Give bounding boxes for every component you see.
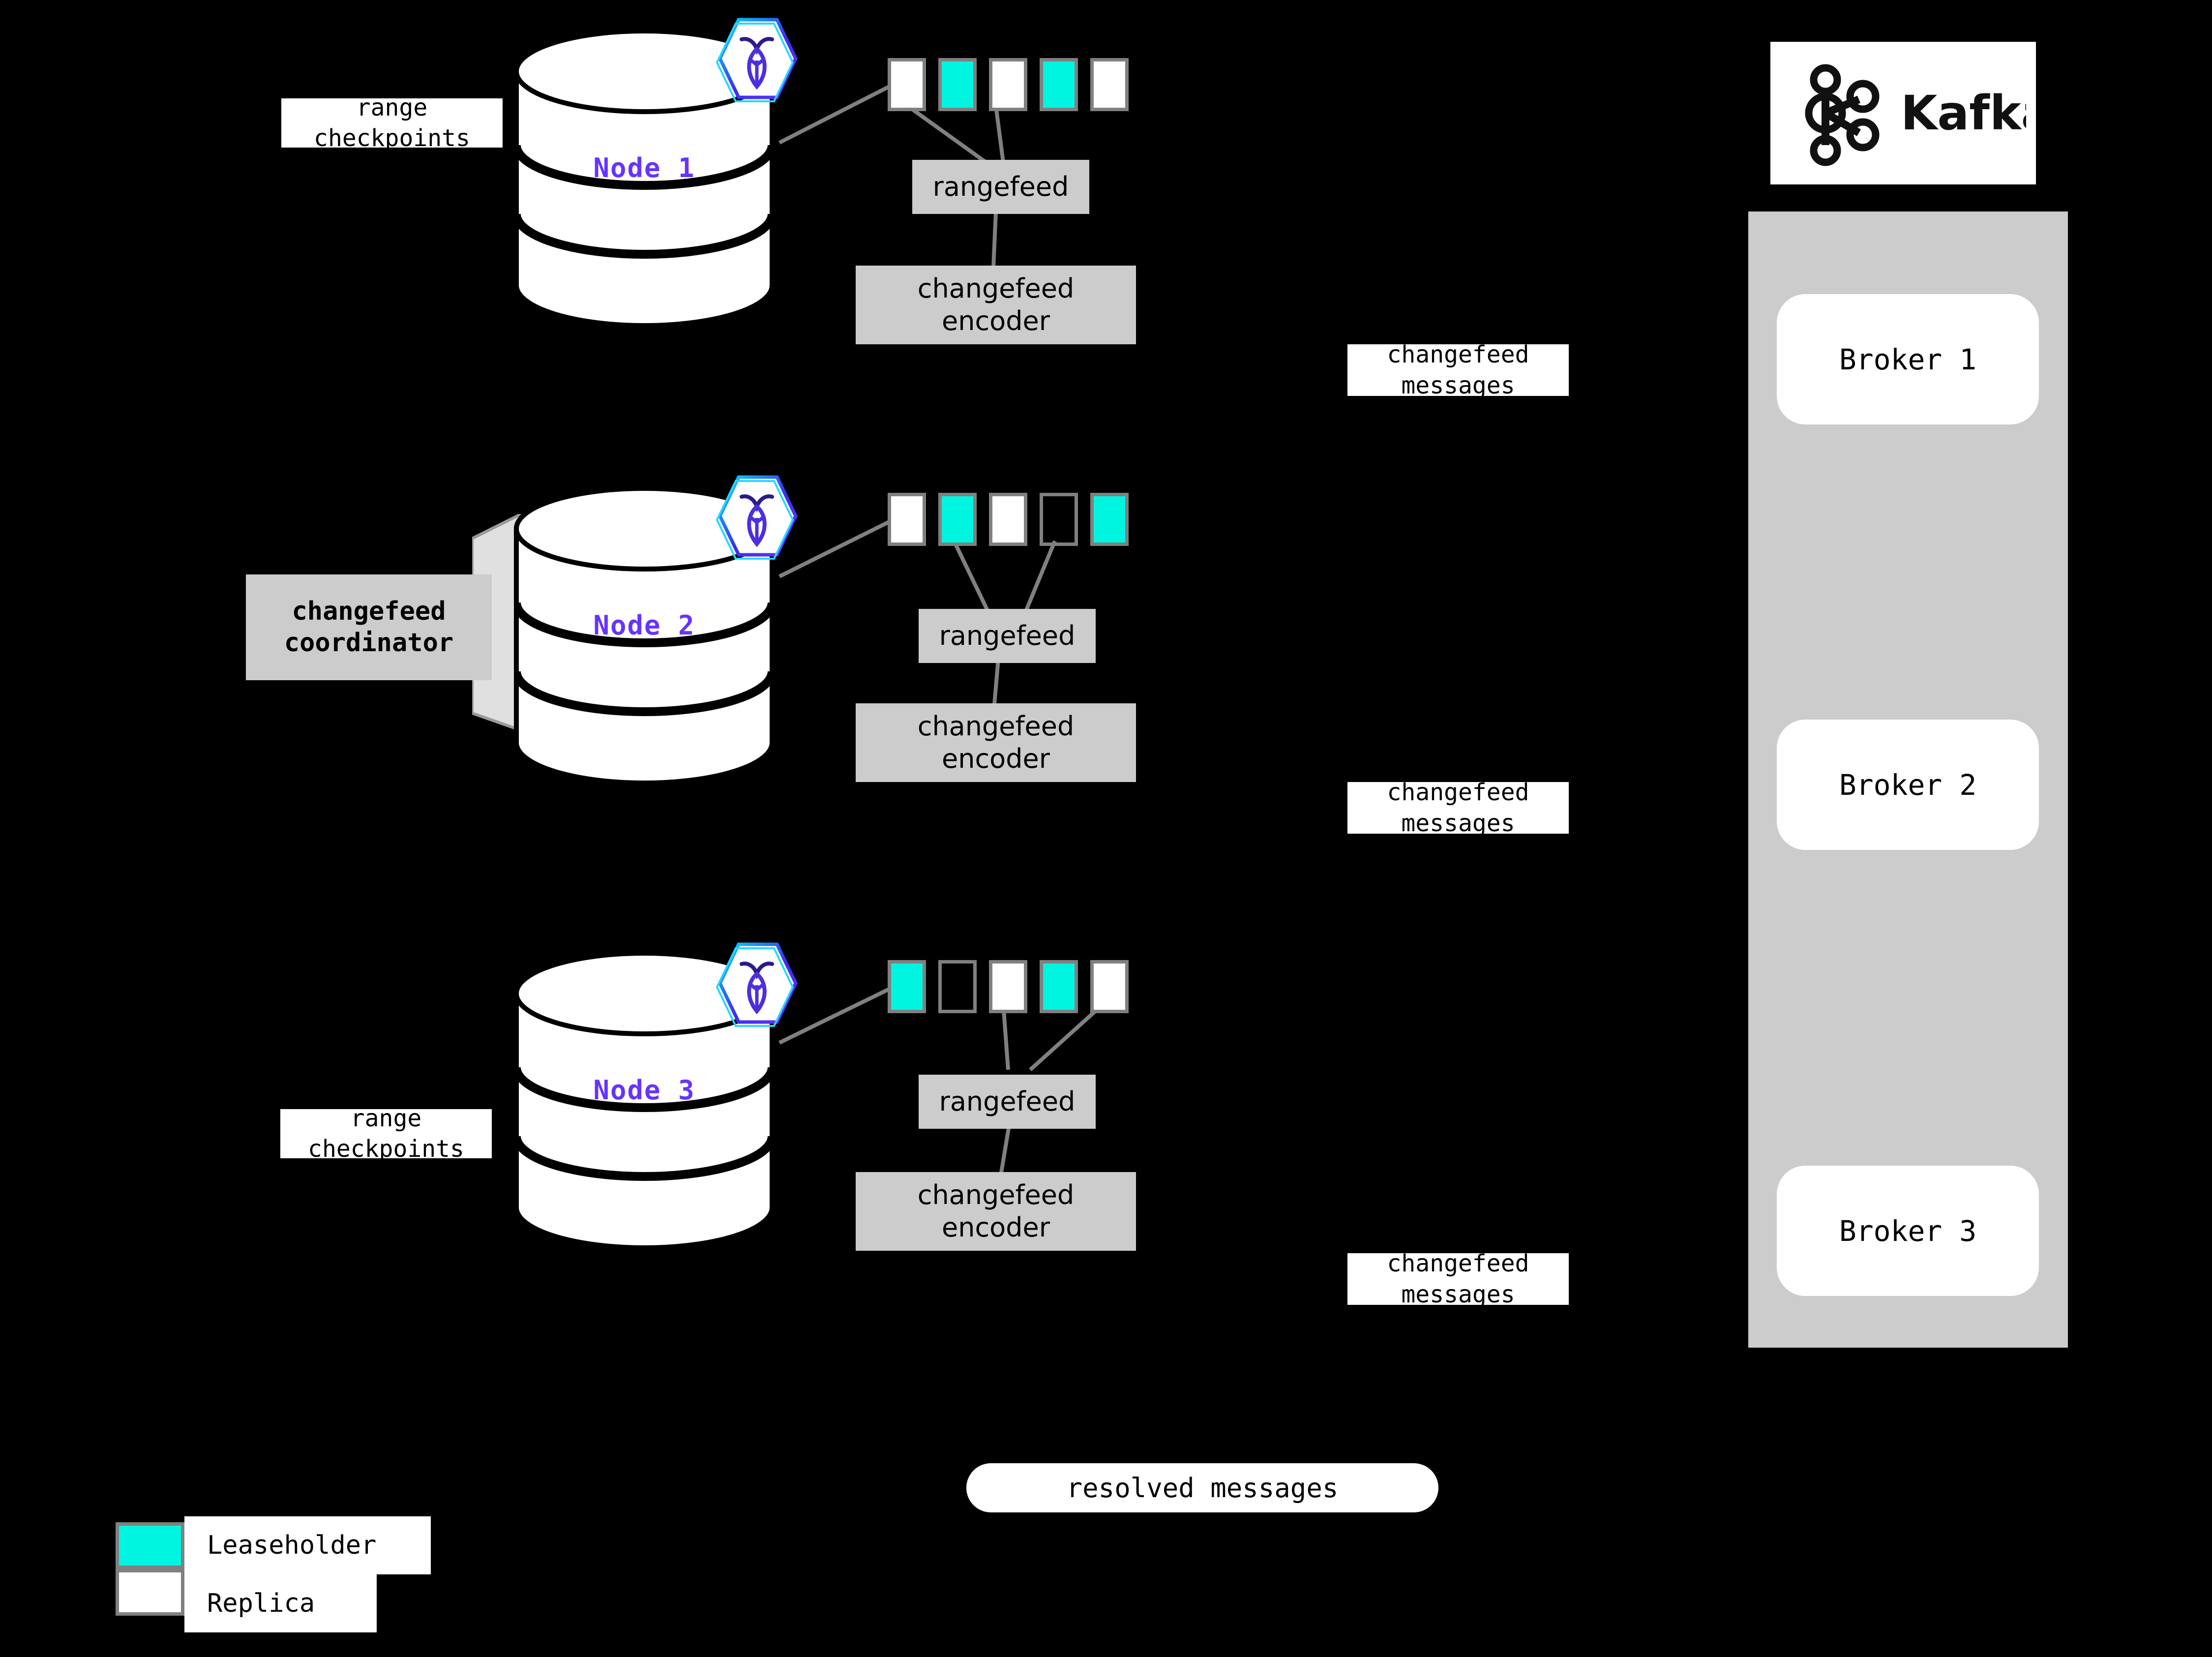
encoder-label-line-1: changefeed bbox=[917, 1179, 1075, 1211]
node-2-rangefeed-box[interactable]: rangefeed bbox=[919, 609, 1096, 663]
broker-label: Broker 2 bbox=[1839, 768, 1977, 802]
label-line-2: messages bbox=[1401, 1280, 1515, 1308]
node-1-label: Node 1 bbox=[593, 152, 695, 183]
kafka-logo-container: Kafka bbox=[1770, 42, 2036, 184]
node-2-changefeed-encoder-box[interactable]: changefeed encoder bbox=[856, 703, 1136, 782]
broker-1[interactable]: Broker 1 bbox=[1777, 294, 2039, 424]
label-line-2: checkpoints bbox=[314, 124, 470, 152]
node-1-range-checkpoints-label: range checkpoints bbox=[281, 94, 503, 152]
label-line-2: checkpoints bbox=[308, 1135, 464, 1163]
label-line-1: range bbox=[350, 1104, 422, 1132]
node-3-rangefeed-box[interactable]: rangefeed bbox=[919, 1075, 1096, 1129]
node-3-range-checkpoints-label: range checkpoints bbox=[280, 1105, 492, 1163]
legend-swatch-replica bbox=[116, 1569, 184, 1616]
connector-node3-range5-rangefeed bbox=[1029, 1002, 1106, 1071]
kafka-logo: Kafka bbox=[1805, 64, 2026, 166]
node-3-range-5[interactable] bbox=[1090, 960, 1129, 1013]
rangefeed-label: rangefeed bbox=[939, 1086, 1076, 1117]
cockroachdb-logo bbox=[713, 14, 801, 103]
node-3-range-2[interactable] bbox=[938, 960, 977, 1013]
node-1-range-1[interactable] bbox=[888, 58, 926, 111]
node-3-range-1[interactable] bbox=[888, 960, 926, 1013]
node-1-changefeed-messages-label: changefeed messages bbox=[1347, 341, 1569, 399]
node-1-range-4[interactable] bbox=[1040, 58, 1078, 111]
connector-node2-range2-rangefeed bbox=[952, 540, 990, 613]
cockroachdb-logo bbox=[713, 471, 801, 561]
node-3-changefeed-encoder-box[interactable]: changefeed encoder bbox=[856, 1172, 1136, 1251]
resolved-messages-pill[interactable]: resolved messages bbox=[966, 1463, 1438, 1512]
label-line-2: messages bbox=[1401, 371, 1515, 399]
node-3-changefeed-messages-label: changefeed messages bbox=[1347, 1250, 1569, 1308]
label-line-1: changefeed bbox=[1387, 341, 1529, 369]
broker-label: Broker 1 bbox=[1839, 342, 1977, 376]
node-2-range-5[interactable] bbox=[1090, 493, 1129, 546]
node-3-label: Node 3 bbox=[593, 1075, 695, 1106]
cockroachdb-logo bbox=[713, 938, 801, 1028]
node-2-cylinder: Node 2 bbox=[512, 484, 777, 787]
legend-label-replica: Replica bbox=[184, 1574, 377, 1632]
broker-2[interactable]: Broker 2 bbox=[1777, 720, 2039, 850]
legend-label-leaseholder: Leaseholder bbox=[184, 1516, 431, 1574]
coordinator-label-line-1: changefeed bbox=[292, 597, 446, 627]
node-2-range-1[interactable] bbox=[888, 493, 926, 546]
connector-node1-range3-rangefeed bbox=[994, 105, 1005, 163]
node-2-range-2[interactable] bbox=[938, 493, 977, 546]
encoder-label-line-2: encoder bbox=[942, 1212, 1050, 1243]
label-line-2: messages bbox=[1401, 809, 1515, 837]
resolved-messages-label: resolved messages bbox=[1066, 1472, 1339, 1504]
label-line-1: changefeed bbox=[1387, 779, 1529, 807]
node-3-cylinder: Node 3 bbox=[512, 949, 777, 1252]
node-1-rangefeed-box[interactable]: rangefeed bbox=[912, 160, 1089, 214]
encoder-label-line-1: changefeed bbox=[917, 711, 1075, 742]
encoder-label-line-2: encoder bbox=[942, 743, 1050, 774]
legend-swatch-leaseholder bbox=[116, 1522, 184, 1569]
label-line-1: changefeed bbox=[1387, 1250, 1529, 1278]
broker-3[interactable]: Broker 3 bbox=[1777, 1166, 2039, 1296]
changefeed-coordinator-box[interactable]: changefeed coordinator bbox=[246, 574, 492, 680]
node-1-range-5[interactable] bbox=[1090, 58, 1129, 111]
node-2-range-3[interactable] bbox=[989, 493, 1027, 546]
node-2-changefeed-messages-label: changefeed messages bbox=[1347, 779, 1569, 837]
broker-label: Broker 3 bbox=[1839, 1214, 1977, 1248]
node-1-cylinder: Node 1 bbox=[512, 27, 777, 330]
connector-node1-range1-rangefeed bbox=[906, 104, 987, 164]
node-1-changefeed-encoder-box[interactable]: changefeed encoder bbox=[856, 266, 1136, 344]
node-2-label: Node 2 bbox=[593, 610, 695, 641]
rangefeed-label: rangefeed bbox=[932, 171, 1069, 203]
node-2-range-4[interactable] bbox=[1040, 493, 1078, 546]
node-1-range-3[interactable] bbox=[989, 58, 1027, 111]
encoder-label-line-1: changefeed bbox=[917, 273, 1075, 304]
node-3-range-4[interactable] bbox=[1040, 960, 1078, 1013]
connector-node1-rangefeed-encoder bbox=[991, 211, 998, 269]
rangefeed-label: rangefeed bbox=[939, 620, 1076, 652]
coordinator-label-line-2: coordinator bbox=[284, 628, 454, 658]
label-line-1: range bbox=[356, 93, 428, 121]
connector-node2-range4-rangefeed bbox=[1023, 540, 1057, 613]
connector-node3-range3-rangefeed bbox=[1001, 1003, 1010, 1070]
kafka-wordmark: Kafka bbox=[1901, 86, 2026, 141]
node-1-range-2[interactable] bbox=[938, 58, 977, 111]
node-3-range-3[interactable] bbox=[989, 960, 1027, 1013]
encoder-label-line-2: encoder bbox=[942, 305, 1050, 336]
